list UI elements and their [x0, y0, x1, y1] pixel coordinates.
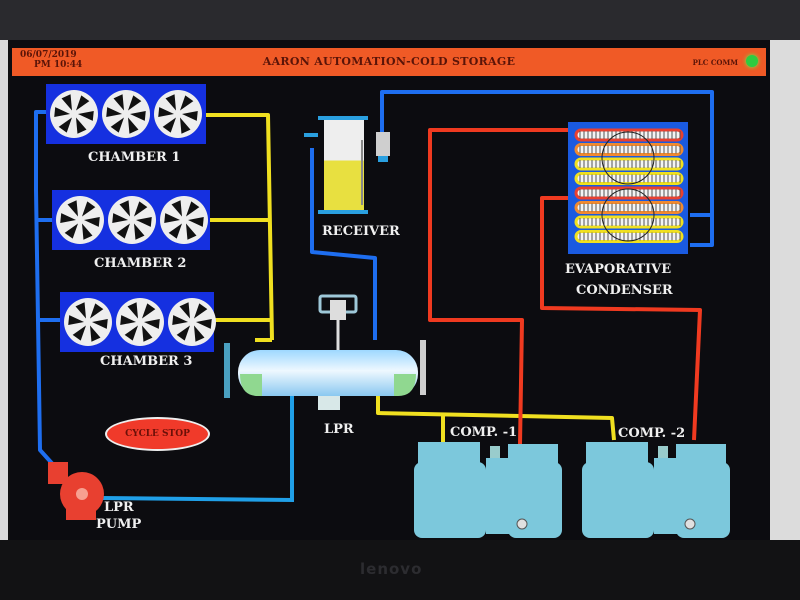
- pipe-suction-comp: [376, 395, 616, 441]
- compressor-2[interactable]: [582, 442, 730, 538]
- pipe-liquid-top: [380, 90, 714, 247]
- comp-2-label: COMP. -2: [618, 426, 686, 441]
- time-text: PM 10:44: [34, 60, 83, 70]
- fan-icon: [50, 90, 98, 138]
- title-bar: 06/07/2019 PM 10:44 AARON AUTOMATION-COL…: [12, 48, 766, 76]
- pipe-discharge-1: [428, 128, 590, 446]
- fan-icon: [108, 196, 156, 244]
- fan-icon: [56, 196, 104, 244]
- condenser-label-line1: EVAPORATIVE: [565, 262, 672, 277]
- plc-comm-label: PLC COMM: [692, 58, 738, 67]
- pipe-lpr-pump: [99, 395, 294, 503]
- receiver-label: RECEIVER: [322, 224, 400, 239]
- monitor-brand-logo: lenovo: [360, 560, 423, 578]
- datetime-display: 06/07/2019 PM 10:44: [20, 50, 82, 70]
- fan-icon: [160, 196, 208, 244]
- condenser-label-line2: CONDENSER: [576, 283, 673, 298]
- fan-icon: [168, 298, 216, 346]
- pipe-receiver-out: [310, 148, 377, 340]
- compressor-1[interactable]: [414, 442, 562, 538]
- chamber-3-label: CHAMBER 3: [100, 354, 193, 369]
- chamber-1-label: CHAMBER 1: [88, 150, 181, 165]
- fan-icon: [64, 298, 112, 346]
- cycle-stop-button[interactable]: CYCLE STOP: [105, 417, 210, 451]
- chamber-2-label: CHAMBER 2: [94, 256, 187, 271]
- lpr-label: LPR: [324, 422, 354, 437]
- fan-icon: [154, 90, 202, 138]
- receiver-liquid-level: [324, 160, 364, 210]
- monitor-bezel-top: [0, 0, 800, 40]
- pump-label-line1: LPR: [104, 500, 134, 515]
- pipe-suction-ch1: [205, 113, 274, 341]
- fan-icon: [102, 90, 150, 138]
- date-text: 06/07/2019: [20, 50, 77, 60]
- pipe-discharge-2: [540, 196, 702, 441]
- pipe-liquid-left: [34, 110, 60, 472]
- pump-label-line2: PUMP: [96, 517, 142, 532]
- fan-icon: [116, 298, 164, 346]
- app-title: AARON AUTOMATION-COLD STORAGE: [262, 55, 516, 68]
- plc-status-led-icon: [746, 55, 758, 67]
- monitor-bezel-bottom: [0, 540, 800, 600]
- comp-1-label: COMP. -1: [450, 425, 518, 440]
